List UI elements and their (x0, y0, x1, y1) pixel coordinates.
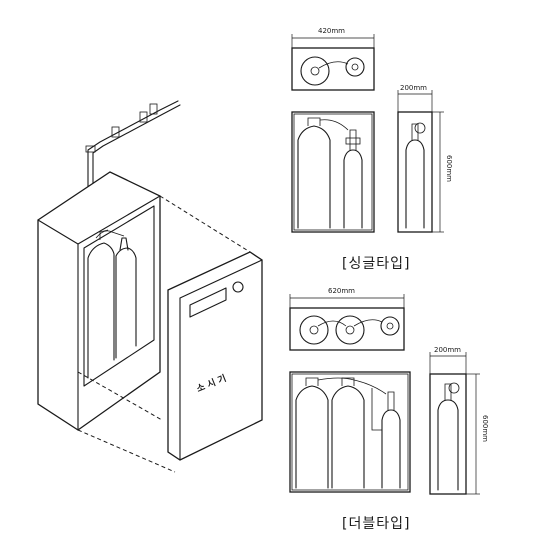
double-side-view (429, 373, 467, 495)
double-side-height: 600mm (481, 415, 489, 442)
double-top-width: 620mm (328, 287, 355, 295)
isometric-cabinet: 소 시 기 (37, 100, 263, 473)
cabinet-cylinders (87, 229, 137, 379)
single-front-view (291, 111, 375, 233)
single-type-drawings: 420mm 200mm 600mm [싱글타입] (291, 27, 453, 272)
single-side-view (397, 111, 433, 233)
single-type-caption: [싱글타입] (342, 256, 410, 272)
double-type-drawings: 620mm 200mm 600mm (289, 287, 489, 532)
supply-piping (85, 100, 181, 211)
cabinet-side (37, 171, 161, 431)
single-side-width: 200mm (400, 84, 427, 92)
double-type-caption: [더블타입] (342, 516, 410, 532)
double-front-view (289, 371, 411, 493)
door-window (189, 287, 227, 318)
door-lock-icon (232, 281, 244, 293)
single-side-height: 600mm (445, 155, 453, 182)
cabinet-door (167, 251, 263, 461)
single-top-width: 420mm (318, 27, 345, 35)
single-top-view (291, 47, 375, 91)
double-side-width: 200mm (434, 346, 461, 354)
